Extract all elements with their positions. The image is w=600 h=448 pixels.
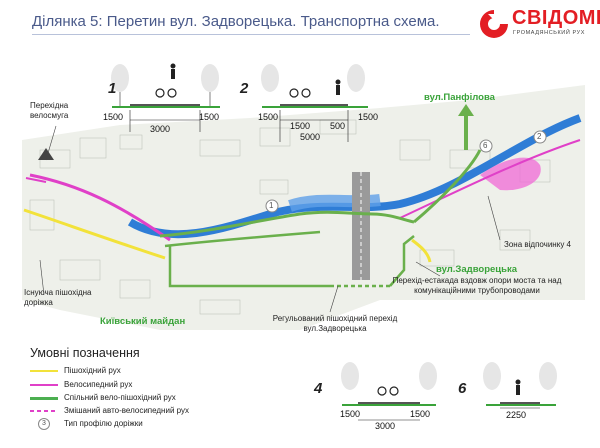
map-marker-2-label: 2 bbox=[537, 132, 542, 141]
profile-2-dim-total: 5000 bbox=[300, 132, 321, 142]
profile-6-number: 6 bbox=[458, 380, 467, 397]
label-kyiv-square: Київський майдан bbox=[100, 316, 186, 327]
profile-2-dim-left: 1500 bbox=[258, 112, 279, 122]
label-existing-walkway: Існуюча пішохідна доріжка bbox=[24, 288, 92, 307]
bike-route-west bbox=[29, 173, 171, 242]
profile-1-drawing bbox=[111, 63, 220, 132]
profile-1-dim-left: 1500 bbox=[103, 112, 124, 122]
legend-swatch-bike bbox=[30, 384, 58, 386]
svidomi-logo bbox=[480, 10, 508, 38]
profile-6-dim: 2250 bbox=[506, 410, 527, 420]
label-transit-bike-lane: Перехідна велосмуга bbox=[30, 101, 69, 120]
label-zadvoretska-street: вул.Задворецька bbox=[436, 264, 518, 275]
legend-swatch-walk bbox=[30, 370, 58, 372]
shared-route-main bbox=[159, 210, 415, 238]
shared-route-lower bbox=[164, 230, 321, 248]
shared-route-panfilova bbox=[413, 149, 482, 224]
shared-route-square bbox=[168, 246, 330, 288]
map-marker-2 bbox=[533, 130, 547, 144]
river-wide bbox=[288, 194, 381, 212]
profile-4-dim-left: 1500 bbox=[340, 409, 361, 419]
logo-subtitle: ГРОМАДЯНСЬКИЙ РУХ bbox=[513, 30, 586, 36]
map-marker-1 bbox=[265, 199, 279, 213]
building-outlines bbox=[29, 119, 551, 315]
logo-name: СВІДОМІ bbox=[512, 7, 600, 29]
walk-route-east bbox=[411, 238, 432, 263]
rest-zone bbox=[480, 157, 541, 191]
profile-4-dim-center: 3000 bbox=[375, 421, 396, 431]
profile-4-number: 4 bbox=[314, 380, 323, 397]
profile-2-number: 2 bbox=[240, 80, 249, 97]
label-regulated-crossing: Регульований пішохідний перехід вул.Задв… bbox=[272, 314, 398, 333]
profile-1-number: 1 bbox=[108, 80, 117, 97]
profile-1-dim-right: 1500 bbox=[199, 112, 220, 122]
walk-route-west bbox=[23, 208, 166, 260]
map-marker-6-label: 6 bbox=[483, 141, 488, 150]
legend-swatch-mixed bbox=[30, 410, 58, 412]
bridge-road bbox=[352, 172, 370, 280]
label-panfilova-street: вул.Панфілова bbox=[424, 92, 495, 103]
profile-4-drawing bbox=[341, 362, 437, 421]
profile-2-dim-bike: 1500 bbox=[290, 121, 311, 131]
label-rest-zone: Зона відпочинку 4 bbox=[504, 240, 571, 249]
profile-2-drawing bbox=[261, 64, 368, 142]
legend-swatch-shared bbox=[30, 397, 58, 400]
profile-2-dim-right: 1500 bbox=[358, 112, 379, 122]
map-marker-1-label: 1 bbox=[269, 201, 274, 210]
profile-4-dim-right: 1500 bbox=[410, 409, 431, 419]
shared-route-east-link bbox=[389, 235, 415, 287]
legend-title: Умовні позначення bbox=[30, 346, 140, 360]
panfilova-arrow-head bbox=[458, 104, 474, 116]
title-divider bbox=[32, 34, 470, 35]
profile-1-dim-center: 3000 bbox=[150, 124, 171, 134]
map-marker-6 bbox=[479, 139, 493, 153]
bike-route-east bbox=[399, 139, 581, 219]
page-title: Ділянка 5: Перетин вул. Задворецька. Тра… bbox=[32, 13, 440, 30]
legend-profile-circle: 3 bbox=[38, 418, 50, 430]
label-overpass: Перехід-естакада вздовж опори моста та н… bbox=[392, 276, 562, 295]
profile-2-dim-gap: 500 bbox=[330, 121, 346, 131]
profile-6-drawing bbox=[483, 362, 557, 409]
north-arrow bbox=[38, 148, 54, 160]
